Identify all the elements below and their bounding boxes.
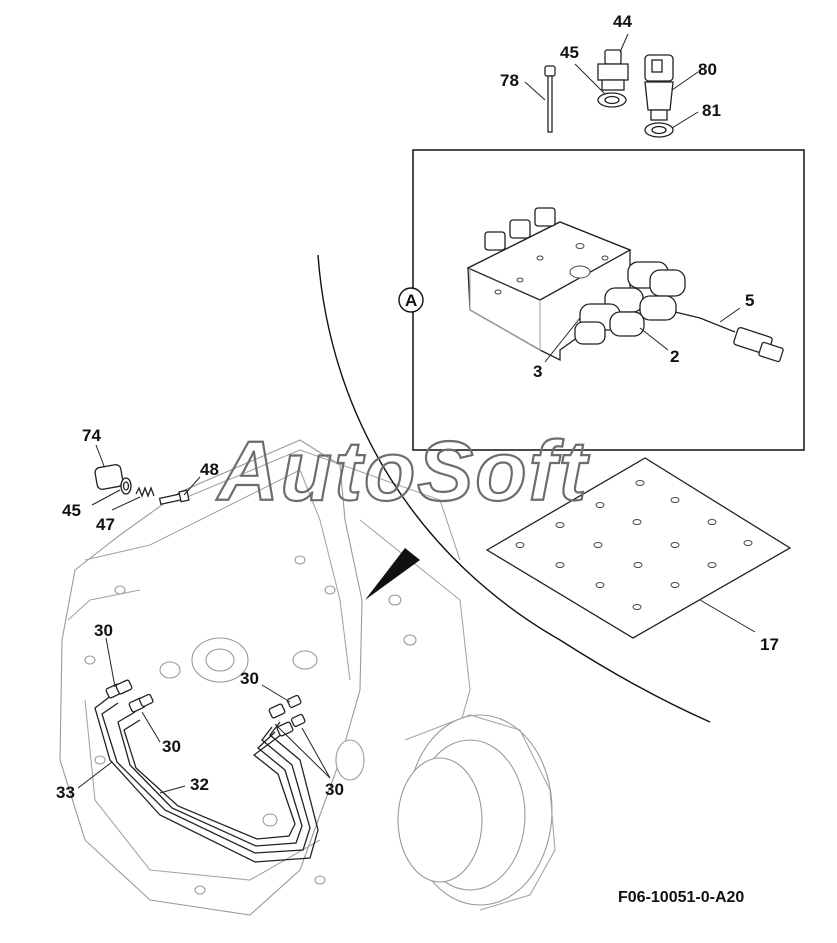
detail-pointer: [365, 548, 420, 600]
part-81-washer: [644, 122, 674, 138]
drawing-code: F06-10051-0-A20: [618, 889, 744, 906]
leader-lines: [77, 33, 756, 794]
part-74-plug: [94, 464, 124, 490]
callout-2: 2: [670, 347, 679, 366]
watermark-logo: AutoSoft: [216, 424, 590, 518]
callout-5: 5: [745, 291, 754, 310]
part-45-washer-left: [120, 477, 132, 495]
solenoid-valve-block: [466, 207, 784, 363]
callout-74: 74: [82, 426, 101, 445]
transmission-housing: [59, 439, 556, 916]
callout-30-upper-right: 30: [240, 669, 259, 688]
fittings-30: [105, 679, 306, 737]
part-45-washer-top: [597, 92, 627, 108]
detail-a-letter: A: [405, 291, 417, 310]
part-47-spring: [135, 486, 155, 498]
pipe-assembly: [94, 694, 319, 863]
callout-44: 44: [613, 12, 632, 31]
callout-33: 33: [56, 783, 75, 802]
callout-32: 32: [190, 775, 209, 794]
callout-30-upper-left: 30: [94, 621, 113, 640]
callout-17: 17: [760, 635, 779, 654]
callout-45-top: 45: [560, 43, 579, 62]
callout-30-lower-left: 30: [162, 737, 181, 756]
callout-45-left: 45: [62, 501, 81, 520]
callout-80: 80: [698, 60, 717, 79]
detail-boundary-arc: [317, 254, 711, 723]
callout-3: 3: [533, 362, 542, 381]
callout-78: 78: [500, 71, 519, 90]
callout-47: 47: [96, 515, 115, 534]
part-80-pressure-switch: [644, 54, 674, 121]
callout-48: 48: [200, 460, 219, 479]
callout-30-lower-right: 30: [325, 780, 344, 799]
part-17-plate: [485, 457, 792, 639]
part-48-pin: [158, 489, 190, 505]
callout-81: 81: [702, 101, 721, 120]
part-44-sensor: [597, 49, 629, 91]
detail-a-marker: A: [398, 287, 424, 313]
part-78-bolt: [544, 65, 556, 133]
